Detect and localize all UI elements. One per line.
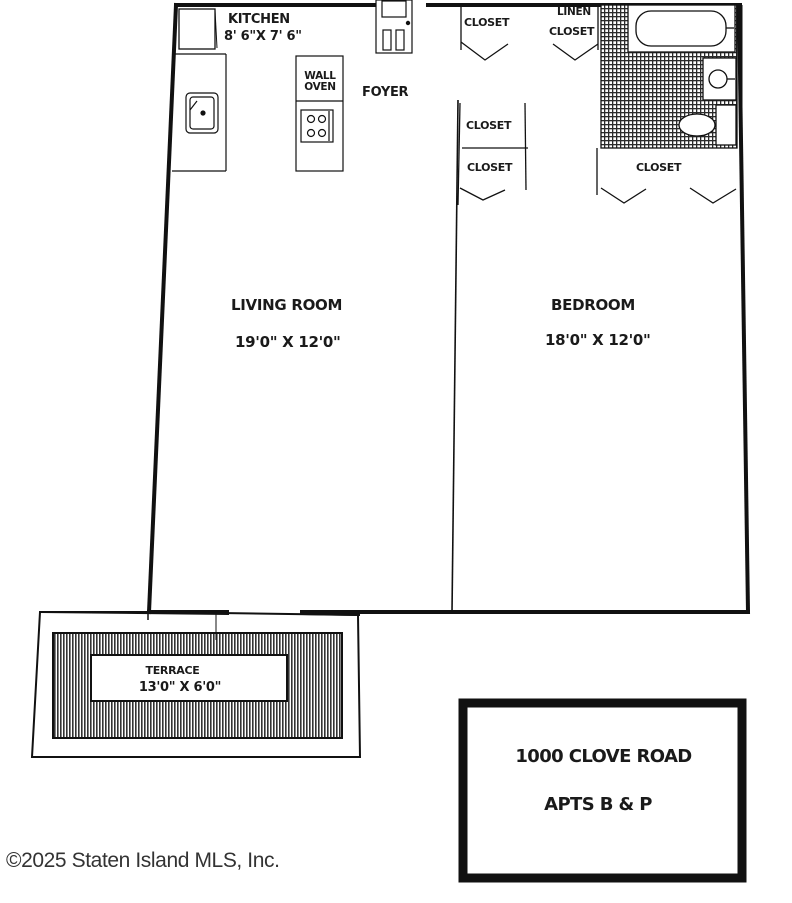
closet-label-hall-lower: CLOSET: [467, 161, 513, 174]
closet-label-bedroom: CLOSET: [636, 161, 682, 174]
units-label: APTS B & P: [544, 794, 652, 815]
title-box-frame: [458, 698, 747, 883]
bathtub-icon: [627, 4, 736, 53]
kitchen-counter: [172, 53, 227, 172]
bathroom-sink-icon: [702, 57, 737, 101]
refrigerator: [178, 8, 216, 50]
closet-label-foyer: CLOSET: [464, 16, 510, 29]
bathroom: [600, 4, 743, 149]
wall-oven-line1: WALL: [304, 70, 336, 82]
terrace-label: TERRACE: [145, 664, 200, 677]
kitchen-label: KITCHEN: [228, 12, 290, 27]
wall-oven-line2: OVEN: [304, 81, 336, 93]
linen-closet-label-line2: CLOSET: [549, 25, 595, 38]
entry-door-icon: [375, 0, 413, 54]
terrace-label-box: [90, 654, 288, 702]
terrace-size: 13'0" X 6'0": [138, 680, 222, 695]
sink-icon: [185, 92, 219, 134]
wall-oven-label: WALL OVEN: [299, 71, 341, 93]
living-room-size: 19'0" X 12'0": [235, 333, 341, 351]
toilet-icon: [678, 104, 737, 146]
terrace: [30, 611, 362, 758]
foyer-label: FOYER: [362, 85, 409, 100]
bedroom-size: 18'0" X 12'0": [545, 331, 651, 349]
kitchen-size: 8' 6"X 7' 6": [224, 29, 302, 44]
copyright-notice: ©2025 Staten Island MLS, Inc.: [6, 849, 280, 872]
cooktop-icon: [300, 109, 334, 143]
linen-closet-label-line1: LINEN: [557, 6, 591, 18]
partition-wall: [451, 99, 459, 613]
address-label: 1000 CLOVE ROAD: [515, 746, 692, 767]
closet-doors: [457, 7, 737, 206]
closet-label-hall-upper: CLOSET: [466, 119, 512, 132]
living-room-label: LIVING ROOM: [231, 296, 343, 314]
bedroom-label: BEDROOM: [551, 296, 636, 314]
